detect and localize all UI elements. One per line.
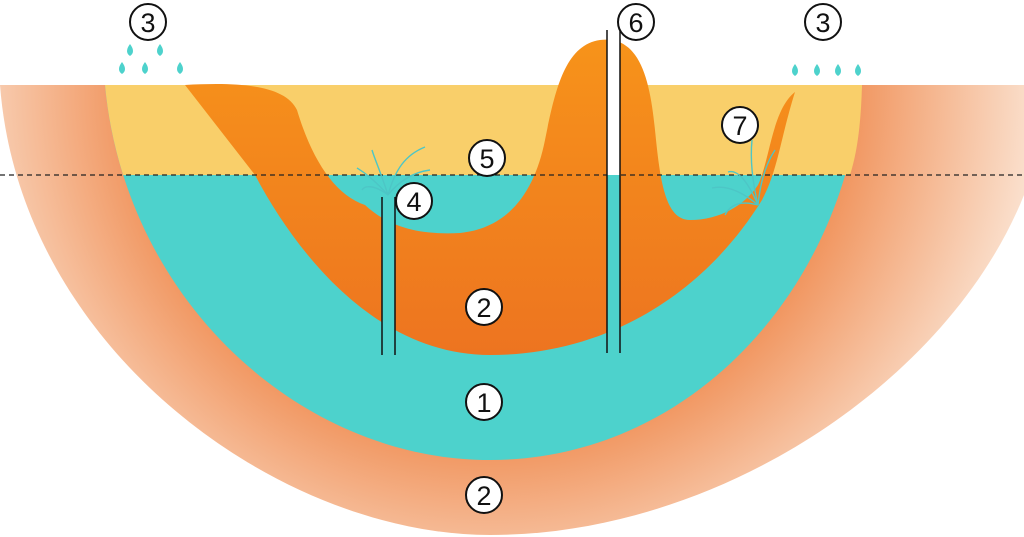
- spring-spray-icon: [711, 139, 776, 216]
- svg-text:5: 5: [479, 144, 494, 174]
- svg-text:1: 1: [476, 388, 491, 418]
- observation-well: [606, 30, 621, 353]
- recharge-zone-right-top: [775, 85, 862, 175]
- svg-text:2: 2: [476, 481, 491, 511]
- label-recharge-right: 3: [804, 3, 842, 41]
- svg-text:3: 3: [815, 8, 830, 38]
- label-spring: 7: [721, 106, 759, 144]
- svg-text:6: 6: [628, 8, 643, 38]
- svg-text:4: 4: [406, 187, 421, 217]
- label-potentiometric-surface: 5: [468, 139, 506, 177]
- label-confining-lower: 2: [465, 476, 503, 514]
- label-artesian-well: 4: [395, 182, 433, 220]
- raindrops-left-icon: [119, 44, 183, 74]
- label-flowing-well: 6: [617, 3, 655, 41]
- artesian-well: [381, 197, 396, 355]
- svg-text:2: 2: [476, 293, 491, 323]
- water-spray-well-icon: [356, 146, 431, 196]
- label-confining-upper: 2: [465, 288, 503, 326]
- svg-text:3: 3: [140, 8, 155, 38]
- raindrops-right-icon: [792, 64, 861, 76]
- label-aquifer: 1: [465, 383, 503, 421]
- upper-confining-layer: [185, 39, 795, 356]
- label-recharge-left: 3: [129, 3, 167, 41]
- svg-text:7: 7: [732, 111, 747, 141]
